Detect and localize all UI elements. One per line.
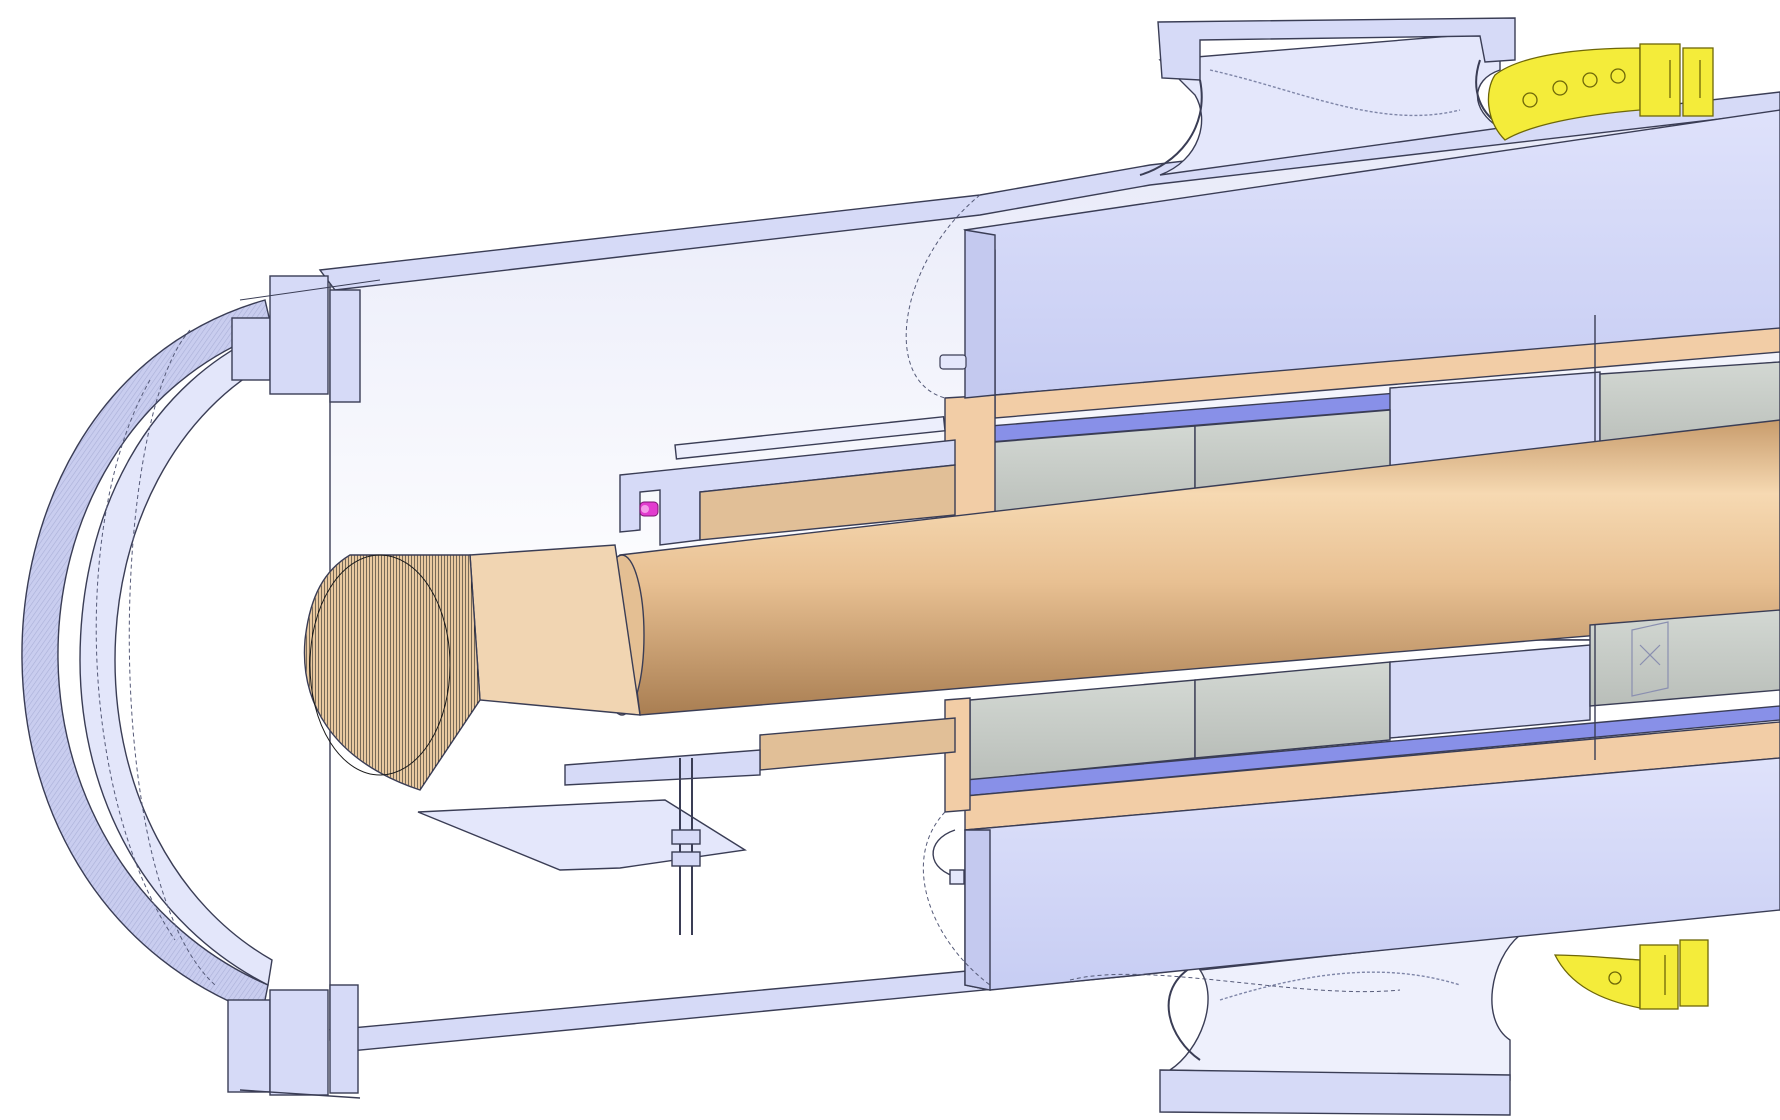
bottom-port bbox=[1159, 934, 1523, 1116]
support-bracket-lower bbox=[417, 717, 956, 935]
lower-steel-spacer bbox=[1389, 644, 1591, 739]
dome-flange-top bbox=[231, 275, 361, 403]
lower-copper-layer bbox=[964, 721, 1780, 831]
construction-lines bbox=[95, 194, 1401, 993]
vessel-top-wall bbox=[318, 91, 1780, 291]
lower-copper-side bbox=[944, 697, 971, 813]
top-port-curve bbox=[1139, 79, 1203, 176]
pin-icon bbox=[639, 501, 659, 517]
tube-transition-cone bbox=[469, 544, 641, 716]
dome-flange-bottom bbox=[227, 984, 359, 1096]
lower-magnet-stack bbox=[944, 609, 1780, 991]
lower-gray-block-2 bbox=[1194, 661, 1391, 759]
cable-clamp-icon bbox=[1487, 43, 1714, 141]
top-port bbox=[1139, 17, 1516, 176]
support-bracket-upper bbox=[619, 416, 956, 546]
upper-end-plate bbox=[964, 229, 996, 399]
beam-tube bbox=[303, 419, 1780, 791]
fitting-lower bbox=[932, 829, 965, 885]
lower-end-plate bbox=[964, 829, 991, 991]
cross-marker-icon bbox=[1631, 621, 1669, 697]
bottom-port-body bbox=[1167, 934, 1523, 1081]
lower-gray-block-3 bbox=[1589, 609, 1780, 707]
upper-magnet-stack bbox=[944, 109, 1780, 533]
top-port-flange bbox=[1157, 17, 1516, 81]
end-dome-inner-face bbox=[79, 329, 279, 987]
cable-clamp-icon-bottom bbox=[1553, 939, 1709, 1010]
top-port-body bbox=[1158, 31, 1503, 176]
end-dome-section bbox=[21, 299, 273, 1016]
fitting-upper bbox=[939, 354, 967, 370]
bottom-port-flange bbox=[1159, 1069, 1511, 1116]
